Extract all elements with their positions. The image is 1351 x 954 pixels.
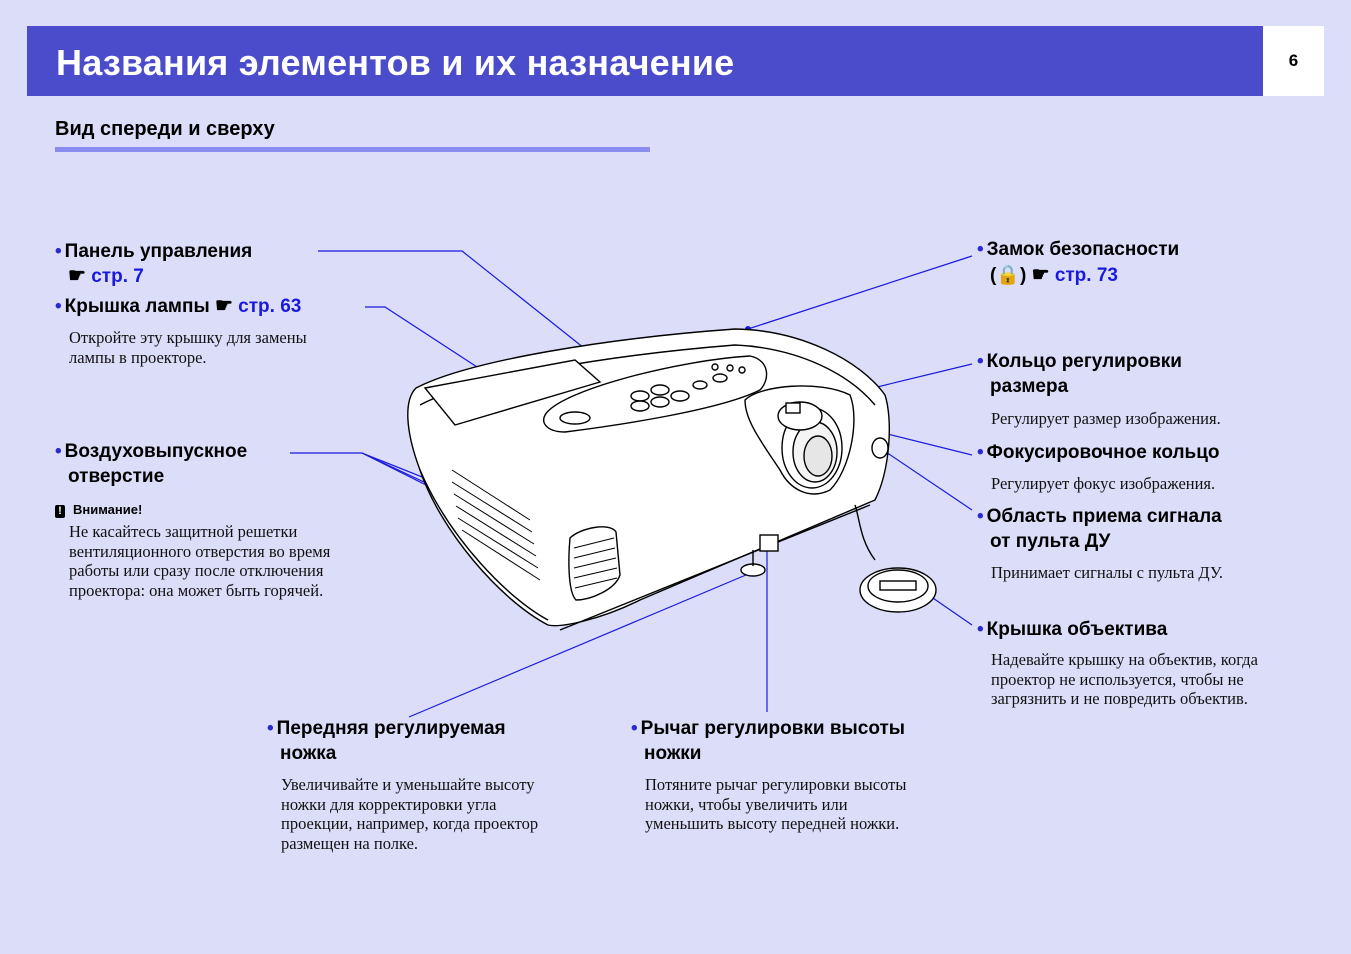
- label-remote-receiver: •Область приема сигнала: [977, 506, 1222, 527]
- desc-remote-receiver: Принимает сигналы с пульта ДУ.: [991, 563, 1223, 582]
- ref-security-lock[interactable]: (🔒) ☛ стр. 73: [990, 263, 1118, 288]
- bullet-icon: •: [55, 296, 62, 317]
- section-title: Вид спереди и сверху: [55, 118, 275, 140]
- bullet-icon: •: [977, 239, 984, 260]
- page-number: 6: [1288, 51, 1299, 70]
- lock-icon: (🔒): [990, 265, 1027, 286]
- desc-foot-lever: Потяните рычаг регулировки высоты ножки,…: [645, 775, 907, 833]
- warning-text: Не касайтесь защитной решетки вентиляцио…: [69, 522, 331, 600]
- label-front-foot: •Передняя регулируемая: [267, 718, 506, 739]
- desc-front-foot: Увеличивайте и уменьшайте высоту ножки д…: [281, 775, 539, 853]
- label-lens-cover: •Крышка объектива: [977, 619, 1168, 640]
- bullet-icon: •: [55, 241, 62, 262]
- header-bar: Названия элементов и их назначение: [27, 26, 1263, 96]
- label-air-exhaust-line2: отверстие: [68, 466, 165, 487]
- link-page-73[interactable]: стр. 73: [1054, 265, 1118, 286]
- label-zoom-ring-line2: размера: [990, 376, 1069, 397]
- bullet-icon: •: [631, 718, 638, 739]
- pointing-hand-icon: ☛: [1031, 264, 1050, 286]
- link-page-63[interactable]: стр. 63: [238, 296, 302, 317]
- leader-lines: [290, 250, 973, 718]
- label-focus-ring: •Фокусировочное кольцо: [977, 442, 1220, 463]
- bullet-icon: •: [977, 506, 984, 527]
- desc-zoom-ring: Регулирует размер изображения.: [991, 409, 1221, 428]
- label-security-lock: •Замок безопасности: [977, 239, 1180, 260]
- page-title: Названия элементов и их назначение: [56, 42, 735, 83]
- bullet-icon: •: [977, 619, 984, 640]
- bullet-icon: •: [267, 718, 274, 739]
- ref-control-panel[interactable]: ☛ стр. 7: [68, 264, 144, 289]
- label-front-foot-line2: ножка: [280, 743, 337, 764]
- warning-heading: !Внимание!: [55, 502, 142, 518]
- bullet-icon: •: [977, 442, 984, 463]
- label-remote-receiver-line2: от пульта ДУ: [990, 531, 1111, 552]
- projector-body: [407, 328, 937, 631]
- bullet-icon: •: [55, 441, 62, 462]
- desc-focus-ring: Регулирует фокус изображения.: [991, 474, 1216, 493]
- bullet-icon: •: [977, 351, 984, 372]
- page-number-box: 6: [1263, 26, 1324, 96]
- label-foot-lever-line2: ножки: [644, 743, 702, 764]
- link-page-7[interactable]: стр. 7: [91, 266, 144, 287]
- warning-icon: !: [55, 505, 65, 518]
- desc-lens-cover: Надевайте крышку на объектив, когда прое…: [991, 650, 1258, 708]
- label-air-exhaust: •Воздуховыпускное: [55, 441, 248, 462]
- label-lamp-cover: •Крышка лампы ☛ стр. 63: [55, 295, 302, 317]
- label-control-panel: •Панель управления: [55, 241, 253, 262]
- desc-lamp-cover: Откройте эту крышку для замены лампы в п…: [69, 328, 307, 367]
- section-rule: [55, 147, 650, 152]
- label-zoom-ring: •Кольцо регулировки: [977, 351, 1182, 372]
- label-foot-lever: •Рычаг регулировки высоты: [631, 718, 905, 739]
- pointing-hand-icon: ☛: [68, 265, 86, 287]
- pointing-hand-icon: ☛: [214, 295, 233, 317]
